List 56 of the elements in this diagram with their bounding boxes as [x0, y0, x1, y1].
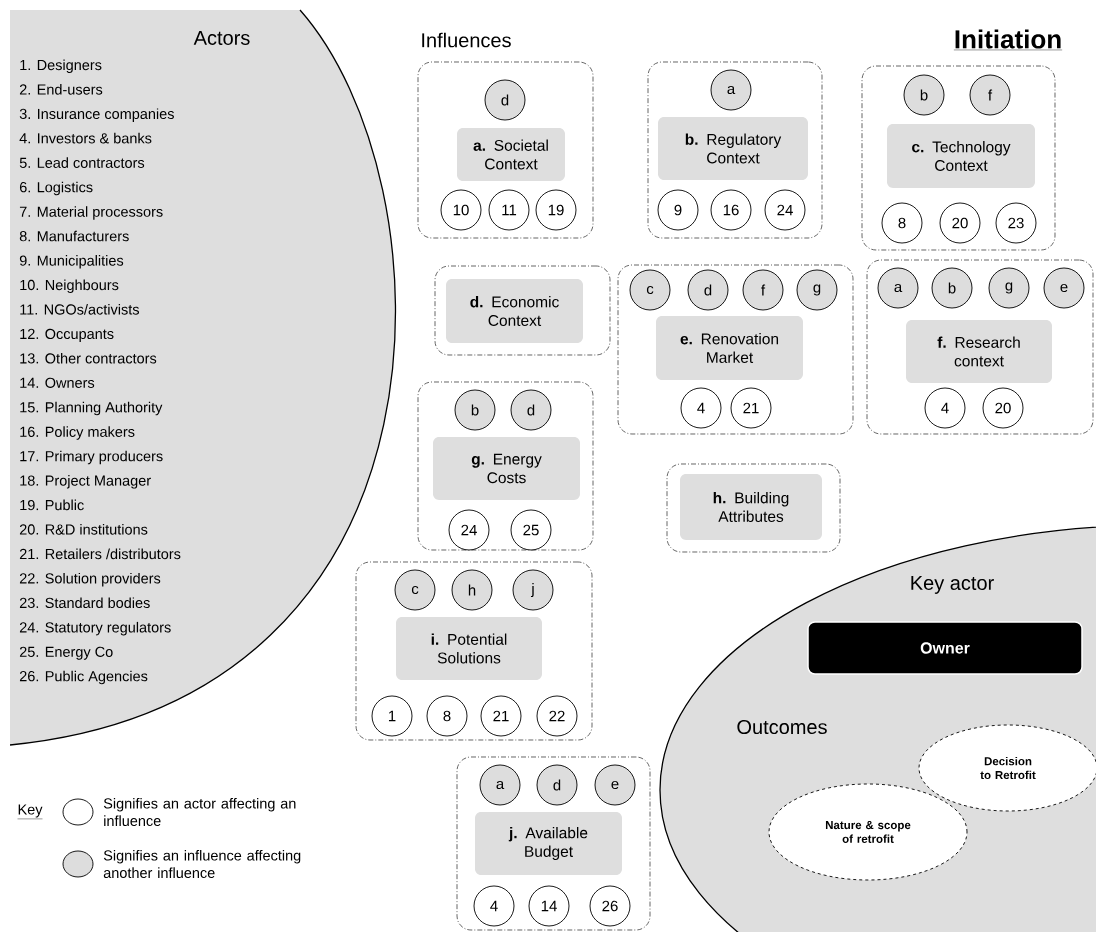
- list-item: 12. Occupants: [20, 328, 114, 342]
- legend-text: Signifies an actor affecting an influence: [103, 797, 296, 826]
- influence-label-box: e. Renovation Market: [656, 316, 803, 380]
- influence-group-box: [456, 756, 651, 931]
- influence-label-box: g. Energy Costs: [433, 437, 580, 500]
- list-item: 8. Manufacturers: [19, 230, 129, 242]
- influence-group-box: [866, 259, 1094, 435]
- influence-label-box: d. Economic Context: [446, 279, 583, 343]
- list-item: 3. Insurance companies: [19, 108, 174, 122]
- influence-group-box: [417, 61, 594, 239]
- influence-label-box: j. Available Budget: [475, 812, 622, 875]
- influence-group-box: [355, 561, 593, 741]
- list-item: 11. NGOs/activists: [20, 304, 139, 315]
- list-item: 26. Public Agencies: [19, 670, 148, 685]
- influence-label-box: a. Societal Context: [457, 128, 565, 181]
- list-item: 14. Owners: [20, 377, 95, 388]
- influence-label-box: i. Potential Solutions: [396, 617, 542, 680]
- region-heading: Outcomes: [737, 719, 827, 735]
- list-item: 7. Material processors: [19, 206, 163, 220]
- list-item: 1. Designers: [20, 59, 102, 73]
- list-item: 20. R&D institutions: [19, 524, 148, 535]
- region-heading: Key actor: [911, 576, 994, 594]
- influence-group-box: [861, 65, 1056, 251]
- influence-label-box: f. Research context: [906, 320, 1052, 383]
- list-item: 22. Solution providers: [19, 572, 161, 587]
- list-item: 4. Investors & banks: [19, 132, 152, 144]
- list-item: 13. Other contractors: [20, 352, 157, 364]
- list-item: 10. Neighbours: [20, 279, 119, 293]
- list-item: 21. Retailers /distributors: [19, 548, 181, 560]
- section-heading: Influences: [422, 32, 511, 48]
- list-item: 16. Policy makers: [20, 426, 135, 440]
- influence-group-box: [666, 463, 841, 553]
- list-item: 9. Municipalities: [19, 255, 124, 269]
- list-item: 6. Logistics: [19, 181, 93, 196]
- influence-group-box: [617, 264, 854, 435]
- list-item: 18. Project Manager: [20, 475, 151, 489]
- list-item: 23. Standard bodies: [19, 597, 150, 609]
- actors-panel: [9, 9, 396, 746]
- key-actor-box: Owner: [807, 621, 1083, 675]
- list-item: 5. Lead contractors: [19, 157, 145, 168]
- list-item: 2. End-users: [19, 84, 103, 95]
- list-item: 25. Energy Co: [19, 646, 113, 660]
- influence-group-box: [647, 61, 823, 239]
- influence-label-box: c. Technology Context: [887, 124, 1035, 188]
- influence-label-box: b. Regulatory Context: [658, 117, 808, 180]
- legend-text: Signifies an influence affecting another influence: [103, 849, 301, 878]
- influence-group-box: [434, 265, 611, 356]
- key-heading: Key: [17, 804, 43, 820]
- influence-label-box: h. Building Attributes: [680, 474, 822, 540]
- list-item: 24. Statutory regulators: [19, 621, 171, 636]
- list-item: 15. Planning Authority: [20, 401, 163, 416]
- list-item: 17. Primary producers: [20, 450, 163, 465]
- influence-group-box: [417, 381, 594, 551]
- diagram-title: Initiation: [953, 29, 1063, 51]
- panel-heading: Actors: [193, 31, 250, 45]
- list-item: 19. Public: [20, 499, 84, 511]
